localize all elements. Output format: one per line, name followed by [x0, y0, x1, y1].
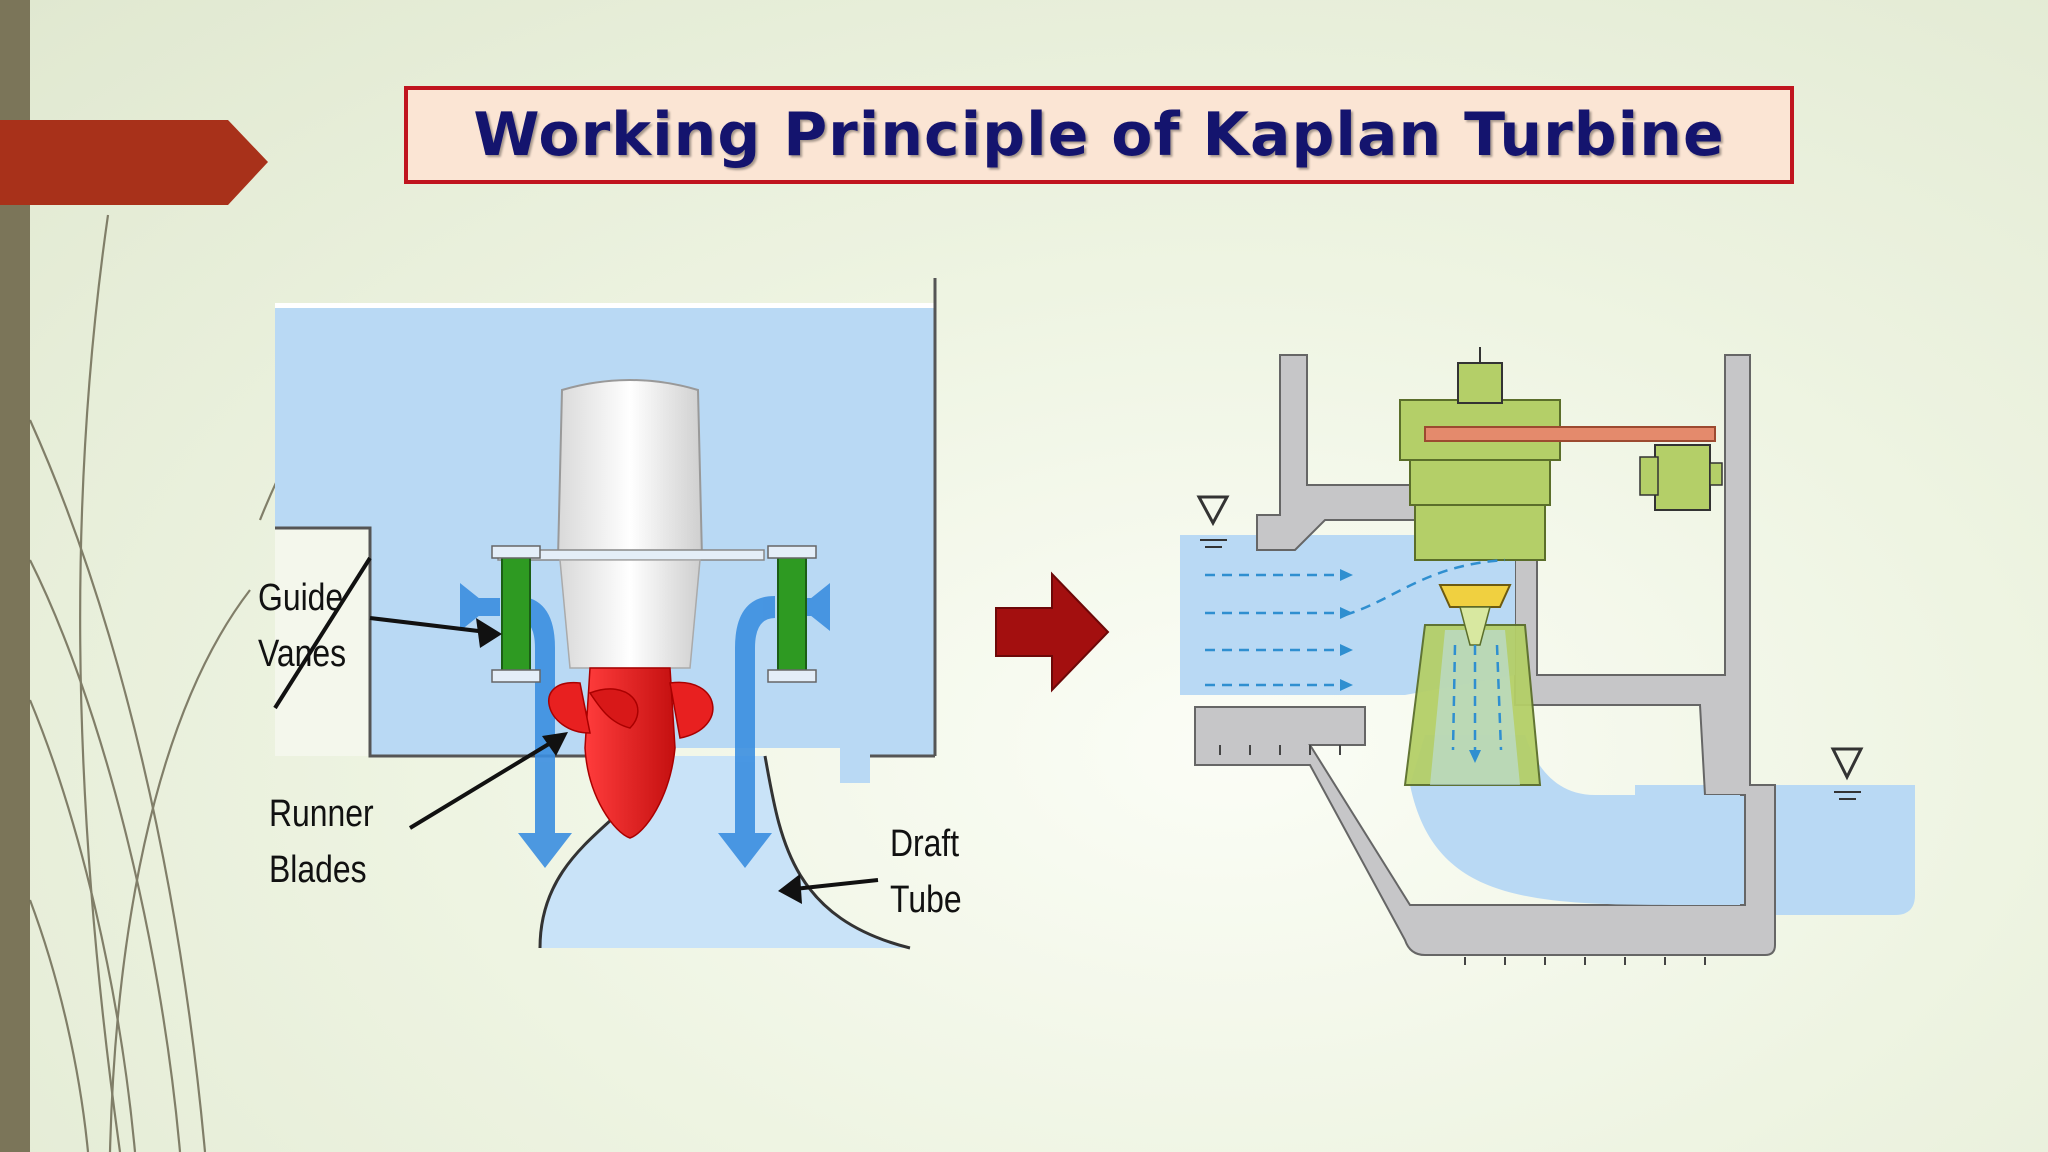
right-arrow-icon [995, 571, 1110, 693]
decorative-curves [28, 214, 320, 1152]
page-title: Working Principle of Kaplan Turbine [473, 100, 1725, 170]
kaplan-plant-schematic [1175, 345, 1920, 967]
water-level-triangle-icon [1196, 495, 1864, 781]
plant-schematic-drawing [1180, 347, 1915, 967]
title-box: Working Principle of Kaplan Turbine [404, 86, 1794, 184]
turbine-section-drawing [273, 276, 937, 950]
arrow-tag-icon [0, 120, 268, 205]
